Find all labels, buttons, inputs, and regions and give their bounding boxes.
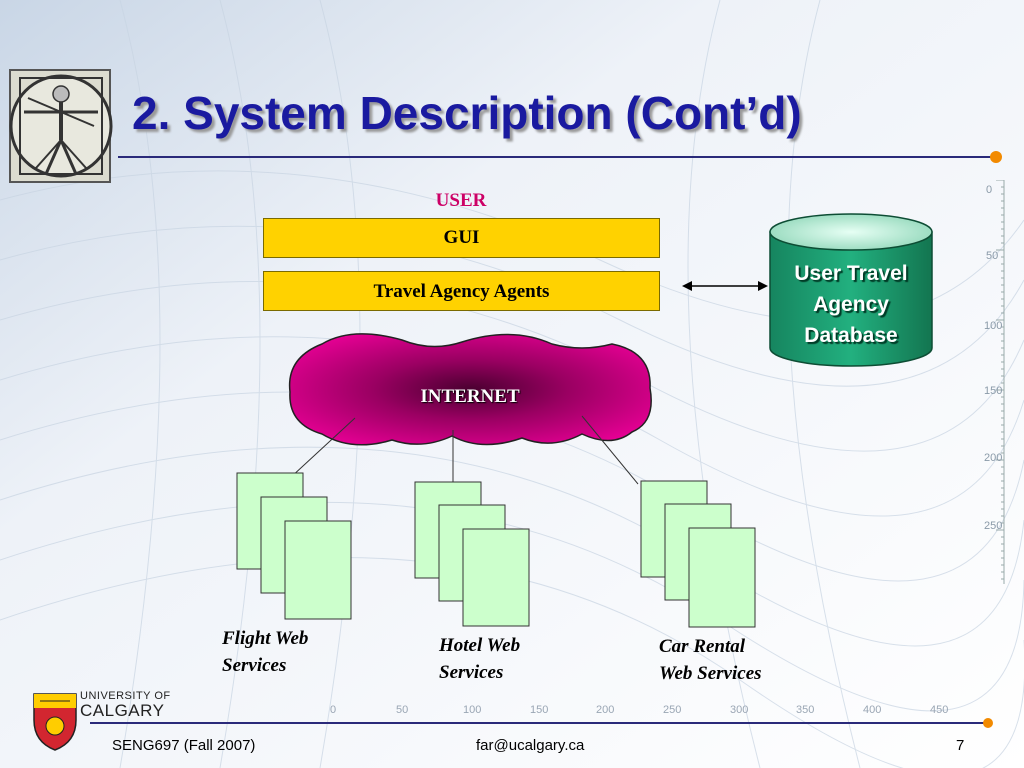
database-label-line: Agency [813,293,889,316]
horizontal-ruler-tick: 200 [596,704,615,716]
footer-page-number: 7 [956,737,965,754]
horizontal-ruler-tick: 350 [796,704,815,716]
flight-services-documents [236,472,352,620]
hotel-services-label: Hotel Web Services [439,632,520,686]
travel-agency-agents-box: Travel Agency Agents [263,271,660,311]
internet-label: INTERNET [420,386,520,407]
hotel-services-documents [414,481,530,627]
university-logo-line1: UNIVERSITY OF [80,690,171,702]
car-rental-services-label-line: Web Services [659,663,762,684]
travel-agency-agents-label: Travel Agency Agents [373,281,550,302]
university-crest-icon [33,693,77,751]
database-label-line: User Travel [794,262,908,285]
database-label: User Travel Agency Database [768,258,934,351]
flight-services-label: Flight Web Services [222,625,308,679]
horizontal-ruler-tick: 0 [330,704,337,716]
horizontal-ruler-tick: 300 [730,704,749,716]
car-rental-services-label: Car Rental Web Services [659,633,762,687]
gui-label: GUI [443,227,480,248]
horizontal-ruler-tick: 100 [463,704,482,716]
university-logo-line2: CALGARY [80,701,165,720]
vertical-ruler-tick: 150 [984,385,1003,397]
vertical-ruler-tick: 50 [986,250,999,262]
user-label: USER [435,190,487,211]
car-rental-services-label-line: Car Rental [659,636,746,657]
footer-course: SENG697 (Fall 2007) [112,737,256,754]
slide-title: 2. System Description (Cont’d) [132,87,802,139]
cloud-connectors [289,415,639,485]
horizontal-ruler-tick: 250 [663,704,682,716]
hotel-services-label-line: Hotel Web [439,635,521,656]
footer-email: far@ucalgary.ca [476,737,585,754]
internet-cloud [288,333,652,446]
car-rental-services-documents [640,480,756,628]
horizontal-ruler: 0 50 100 150 200 250 300 350 400 450 [330,704,980,720]
horizontal-ruler-tick: 50 [396,704,409,716]
footer-divider [90,718,993,728]
vertical-ruler-tick: 200 [984,452,1003,464]
vertical-ruler-tick: 100 [984,320,1003,332]
horizontal-ruler-tick: 150 [530,704,549,716]
vitruvian-man-logo [9,69,113,183]
gui-box: GUI [263,218,660,258]
vertical-ruler: 0 50 100 150 200 250 [984,180,1010,584]
vertical-ruler-tick: 250 [984,520,1003,532]
horizontal-ruler-tick: 400 [863,704,882,716]
database-cylinder [769,213,933,367]
flight-services-label-line: Flight Web [222,628,309,649]
hotel-services-label-line: Services [439,662,504,683]
title-underline [118,151,1002,163]
horizontal-ruler-tick: 450 [930,704,949,716]
database-label-line: Database [804,324,898,347]
vertical-ruler-tick: 0 [986,184,993,196]
double-arrow [682,281,768,291]
flight-services-label-line: Services [222,655,287,676]
